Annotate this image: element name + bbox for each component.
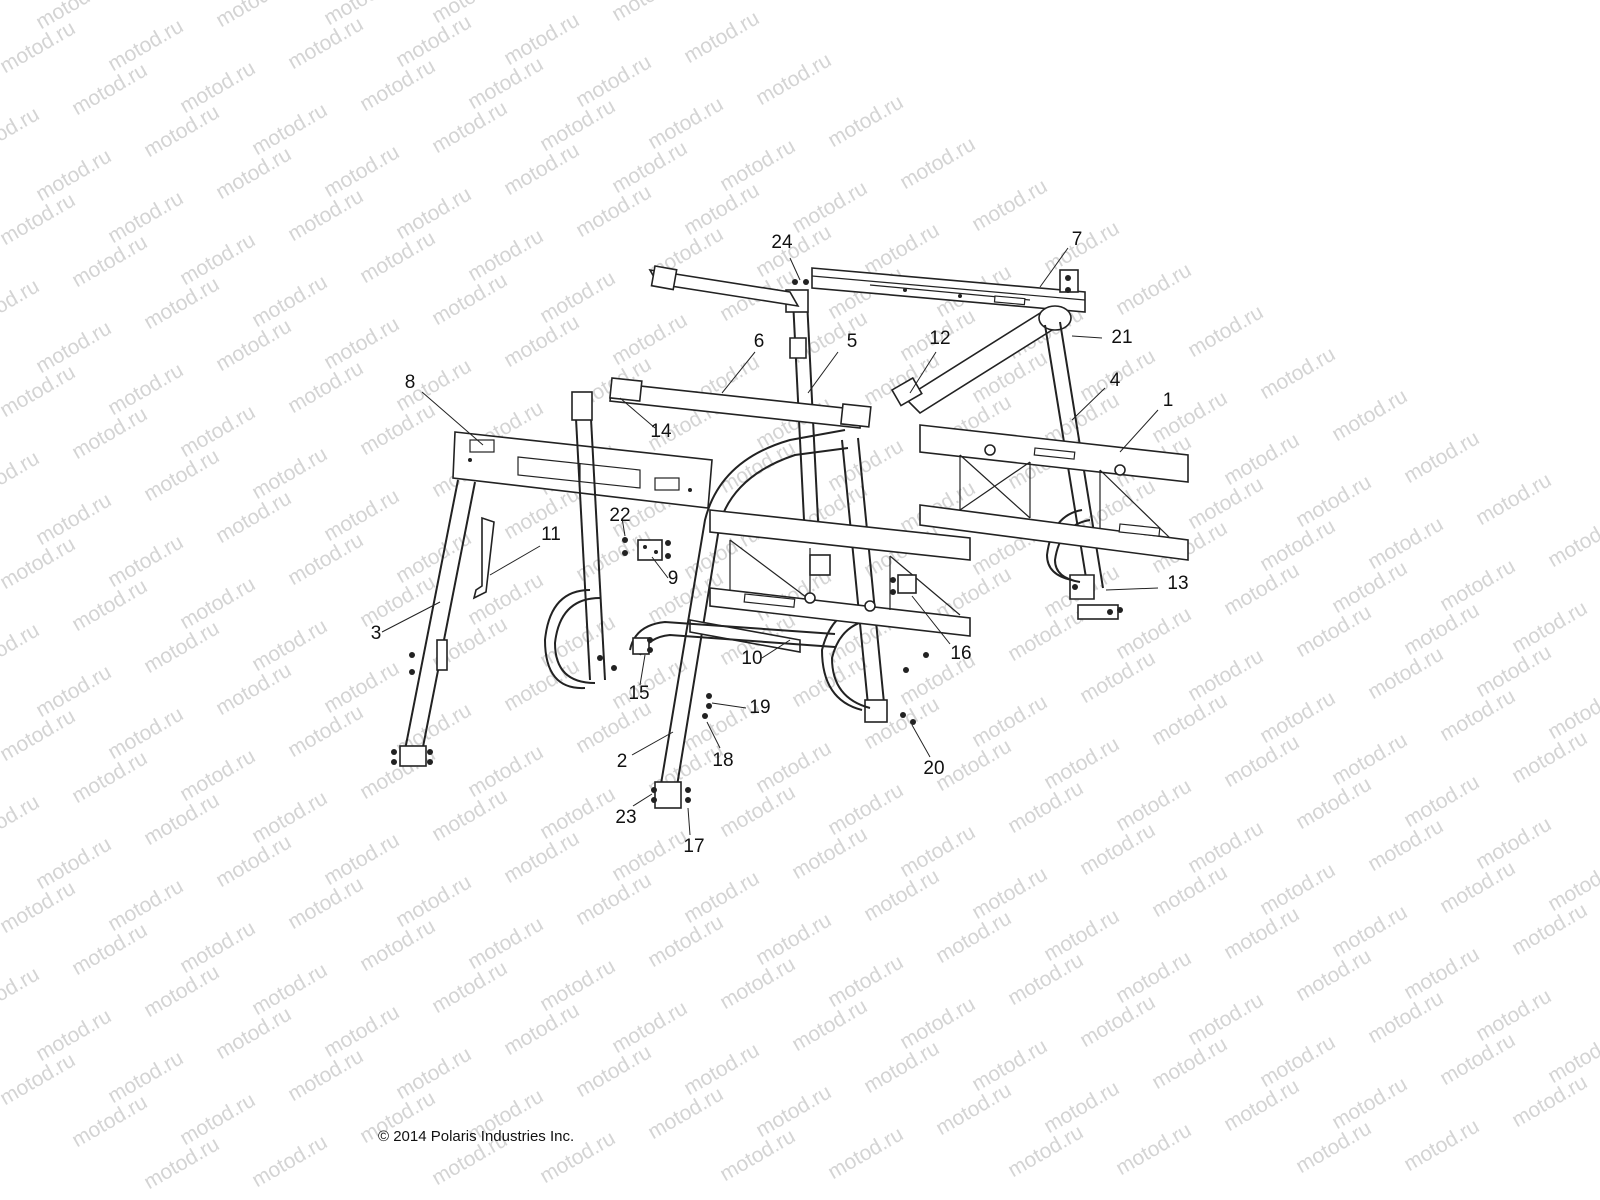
rear-upper-crossbar-part-7 (811, 267, 1086, 313)
rear-left-upright (543, 391, 606, 690)
grab-handle-part-11 (472, 516, 495, 600)
callout-18: 18 (712, 750, 734, 771)
callout-23: 23 (615, 807, 637, 828)
callout-17: 17 (683, 836, 705, 857)
callout-5: 5 (846, 331, 858, 352)
callout-4: 4 (1109, 370, 1121, 391)
callout-22: 22 (609, 505, 631, 526)
callout-6: 6 (753, 331, 765, 352)
copyright-text: © 2014 Polaris Industries Inc. (378, 1128, 575, 1145)
fasteners (391, 275, 1123, 803)
callout-19: 19 (749, 697, 771, 718)
callout-24: 24 (771, 232, 793, 253)
upper-right-rail-part-12 (890, 305, 1072, 415)
callout-10: 10 (741, 648, 763, 669)
callout-7: 7 (1071, 229, 1083, 250)
callout-20: 20 (923, 758, 945, 779)
callout-9: 9 (667, 568, 679, 589)
callout-11: 11 (541, 524, 561, 545)
callout-15: 15 (628, 683, 650, 704)
front-left-upright-part-3 (399, 479, 476, 767)
lower-cross-frame-part-10 (689, 509, 971, 653)
callout-1: 1 (1162, 390, 1174, 411)
callout-12: 12 (929, 328, 951, 349)
leader-lines (381, 247, 1159, 836)
front-lower-bar-part-15 (629, 620, 836, 656)
callout-16: 16 (950, 643, 972, 664)
callout-21: 21 (1111, 327, 1133, 348)
callout-2: 2 (616, 751, 628, 772)
bracket-part-9 (637, 539, 663, 561)
rear-right-upright-part-4 (1044, 269, 1119, 620)
callout-14: 14 (650, 421, 672, 442)
bracket-part-16 (897, 574, 917, 594)
callout-3: 3 (370, 623, 382, 644)
upper-left-side-rail (648, 265, 800, 308)
callout-13: 13 (1167, 573, 1189, 594)
callout-8: 8 (404, 372, 416, 393)
right-side-frame-part-1 (919, 424, 1189, 561)
upper-cross-tube-part-6 (609, 377, 872, 429)
front-upper-panel-part-8 (452, 431, 713, 509)
